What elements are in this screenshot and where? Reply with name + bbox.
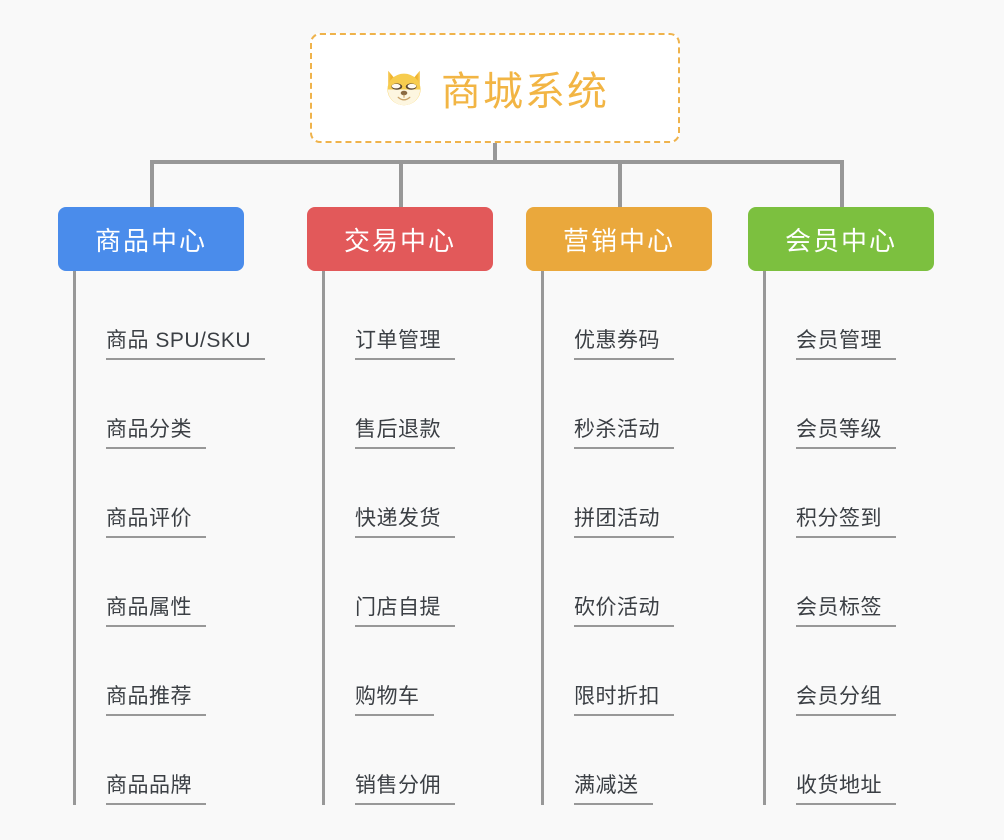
- list-item[interactable]: 会员分组: [766, 627, 934, 716]
- branch-list-trade-center: 订单管理 售后退款 快递发货 门店自提 购物车 销售分佣: [322, 271, 493, 805]
- list-item[interactable]: 门店自提: [325, 538, 493, 627]
- list-item-label: 商品 SPU/SKU: [106, 329, 266, 360]
- list-item[interactable]: 拼团活动: [544, 449, 712, 538]
- list-item[interactable]: 会员等级: [766, 360, 934, 449]
- list-item-label: 商品推荐: [106, 685, 206, 716]
- list-item[interactable]: 商品分类: [76, 360, 244, 449]
- list-item-label: 会员分组: [796, 685, 896, 716]
- list-item-label: 商品评价: [106, 507, 206, 538]
- branch-header-label: 会员中心: [784, 225, 897, 256]
- connector-drop-marketing-center: [618, 160, 622, 207]
- dog-face-icon: [381, 65, 427, 111]
- list-item-label: 会员管理: [796, 329, 896, 360]
- list-item[interactable]: 商品属性: [76, 538, 244, 627]
- list-item-label: 商品分类: [106, 418, 206, 449]
- list-item-label: 门店自提: [355, 596, 455, 627]
- connector-drop-trade-center: [399, 160, 403, 207]
- list-item-label: 商品属性: [106, 596, 206, 627]
- list-item[interactable]: 购物车: [325, 627, 493, 716]
- list-item[interactable]: 积分签到: [766, 449, 934, 538]
- branch-list-product-center: 商品 SPU/SKU 商品分类 商品评价 商品属性 商品推荐 商品品牌: [73, 271, 266, 805]
- connector-drop-member-center: [840, 160, 844, 207]
- list-item-label: 会员等级: [796, 418, 896, 449]
- branch-marketing-center: 营销中心 优惠券码 秒杀活动 拼团活动 砍价活动 限时折扣 满减送: [526, 207, 712, 805]
- list-item-label: 订单管理: [355, 329, 455, 360]
- list-item-label: 限时折扣: [574, 685, 674, 716]
- list-item-label: 拼团活动: [574, 507, 674, 538]
- list-item-label: 销售分佣: [355, 774, 455, 805]
- list-item-label: 快递发货: [355, 507, 455, 538]
- root-node-shopping-mall-system[interactable]: 商城系统: [310, 33, 680, 143]
- list-item[interactable]: 优惠券码: [544, 271, 712, 360]
- branch-header-label: 商品中心: [94, 225, 207, 256]
- list-item[interactable]: 会员标签: [766, 538, 934, 627]
- branch-header-label: 营销中心: [562, 225, 675, 256]
- branch-header-marketing-center[interactable]: 营销中心: [526, 207, 712, 271]
- list-item-label: 优惠券码: [574, 329, 674, 360]
- list-item[interactable]: 砍价活动: [544, 538, 712, 627]
- list-item[interactable]: 商品品牌: [76, 716, 244, 805]
- list-item[interactable]: 订单管理: [325, 271, 493, 360]
- list-item[interactable]: 满减送: [544, 716, 712, 805]
- branch-trade-center: 交易中心 订单管理 售后退款 快递发货 门店自提 购物车 销售分佣: [307, 207, 493, 805]
- list-item-label: 商品品牌: [106, 774, 206, 805]
- list-item[interactable]: 快递发货: [325, 449, 493, 538]
- list-item[interactable]: 限时折扣: [544, 627, 712, 716]
- list-item-label: 会员标签: [796, 596, 896, 627]
- list-item[interactable]: 商品评价: [76, 449, 244, 538]
- branch-list-marketing-center: 优惠券码 秒杀活动 拼团活动 砍价活动 限时折扣 满减送: [541, 271, 712, 805]
- branch-header-member-center[interactable]: 会员中心: [748, 207, 934, 271]
- branch-product-center: 商品中心 商品 SPU/SKU 商品分类 商品评价 商品属性 商品推荐 商品品牌: [58, 207, 266, 805]
- connector-stem: [493, 143, 497, 164]
- branch-member-center: 会员中心 会员管理 会员等级 积分签到 会员标签 会员分组 收货地址: [748, 207, 934, 805]
- list-item[interactable]: 商品 SPU/SKU: [76, 271, 266, 360]
- branch-list-member-center: 会员管理 会员等级 积分签到 会员标签 会员分组 收货地址: [763, 271, 934, 805]
- list-item-label: 购物车: [355, 685, 434, 716]
- list-item-label: 积分签到: [796, 507, 896, 538]
- list-item[interactable]: 收货地址: [766, 716, 934, 805]
- branch-header-product-center[interactable]: 商品中心: [58, 207, 244, 271]
- list-item-label: 砍价活动: [574, 596, 674, 627]
- list-item-label: 秒杀活动: [574, 418, 674, 449]
- list-item[interactable]: 售后退款: [325, 360, 493, 449]
- list-item-label: 收货地址: [796, 774, 896, 805]
- list-item-label: 满减送: [574, 774, 653, 805]
- list-item[interactable]: 商品推荐: [76, 627, 244, 716]
- connector-horizontal-bar: [150, 160, 844, 164]
- branch-header-trade-center[interactable]: 交易中心: [307, 207, 493, 271]
- list-item[interactable]: 销售分佣: [325, 716, 493, 805]
- connector-drop-product-center: [150, 160, 154, 207]
- list-item-label: 售后退款: [355, 418, 455, 449]
- root-node-title: 商城系统: [441, 70, 609, 114]
- list-item[interactable]: 秒杀活动: [544, 360, 712, 449]
- branch-header-label: 交易中心: [343, 225, 456, 256]
- list-item[interactable]: 会员管理: [766, 271, 934, 360]
